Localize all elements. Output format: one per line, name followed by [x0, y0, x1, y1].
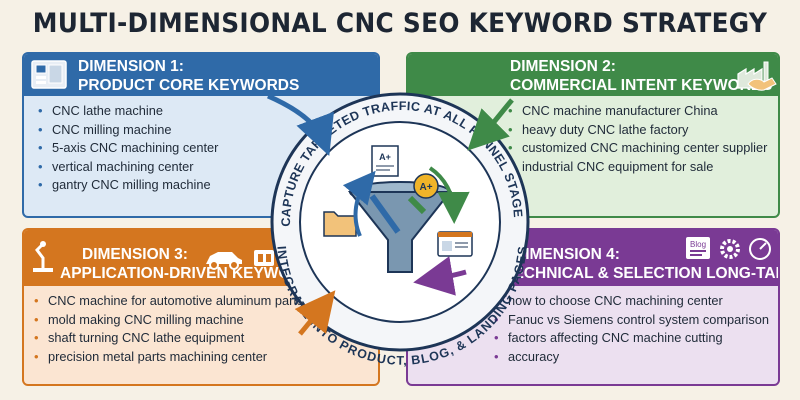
list-item: CNC machine manufacturer China	[508, 102, 767, 121]
list-item: mold making CNC milling machine	[34, 311, 303, 330]
dimension-1-panel: DIMENSION 1: PRODUCT CORE KEYWORDS CNC l…	[22, 52, 380, 218]
list-item: industrial CNC equipment for sale	[508, 158, 767, 177]
dimension-2-list: CNC machine manufacturer China heavy dut…	[508, 102, 767, 176]
blog-icon-label: Blog	[690, 240, 706, 249]
svg-text:A+: A+	[379, 152, 391, 162]
dimension-3-heading: DIMENSION 3:	[82, 246, 188, 263]
dimension-4-header: DIMENSION 4: TECHNICAL & SELECTION LONG-…	[408, 242, 778, 284]
dimension-1-list: CNC lathe machine CNC milling machine 5-…	[38, 102, 218, 195]
list-item: CNC machine for automotive aluminum part…	[34, 292, 303, 311]
dimension-1-heading: DIMENSION 1:	[78, 58, 184, 75]
list-item: how to choose CNC machining center	[494, 292, 769, 311]
list-item: precision metal parts machining center	[34, 348, 303, 367]
list-item: heavy duty CNC lathe factory	[508, 121, 767, 140]
dimension-2-panel: DIMENSION 2: COMMERCIAL INTENT KEYWORDS …	[406, 52, 780, 218]
list-item: 5-axis CNC machining center	[38, 139, 218, 158]
list-item: vertical machining center	[38, 158, 218, 177]
list-item: Fanuc vs Siemens control system comparis…	[494, 311, 769, 330]
dimension-2-subheading: COMMERCIAL INTENT KEYWORDS	[510, 77, 773, 94]
list-item: factors affecting CNC machine cutting	[494, 329, 769, 348]
dimension-4-heading: DIMENSION 4:	[514, 246, 620, 263]
cnc-machine-icon	[31, 60, 67, 89]
dimension-2-header: DIMENSION 2: COMMERCIAL INTENT KEYWORDS	[408, 54, 778, 96]
handshake-factory-icon	[737, 61, 777, 91]
list-item: CNC lathe machine	[38, 102, 218, 121]
dimension-3-subheading: APPLICATION-DRIVEN KEYWORDS	[60, 265, 324, 282]
list-item: accuracy	[494, 348, 769, 367]
dimension-4-subheading: TECHNICAL & SELECTION LONG-TAIL	[504, 265, 780, 282]
list-item: shaft turning CNC lathe equipment	[34, 329, 303, 348]
page-title: MULTI-DIMENSIONAL CNC SEO KEYWORD STRATE…	[32, 8, 768, 39]
list-item: customized CNC machining center supplier	[508, 139, 767, 158]
dimension-3-panel: DIMENSION 3: APPLICATION-DRIVEN KEYWORDS…	[22, 228, 380, 386]
blog-gear-gauge-icon: Blog	[686, 237, 771, 260]
car-part-icon	[206, 250, 274, 270]
dimension-3-header: DIMENSION 3: APPLICATION-DRIVEN KEYWORDS	[24, 242, 378, 284]
robot-arm-icon	[33, 241, 53, 272]
dimension-1-header: DIMENSION 1: PRODUCT CORE KEYWORDS	[24, 54, 378, 96]
dimension-1-subheading: PRODUCT CORE KEYWORDS	[78, 77, 300, 94]
dimension-3-list: CNC machine for automotive aluminum part…	[34, 292, 303, 366]
dimension-2-heading: DIMENSION 2:	[510, 58, 616, 75]
list-item: gantry CNC milling machine	[38, 176, 218, 195]
dimension-4-panel: DIMENSION 4: TECHNICAL & SELECTION LONG-…	[406, 228, 780, 386]
list-item: CNC milling machine	[38, 121, 218, 140]
dimension-4-list: how to choose CNC machining center Fanuc…	[494, 292, 769, 366]
